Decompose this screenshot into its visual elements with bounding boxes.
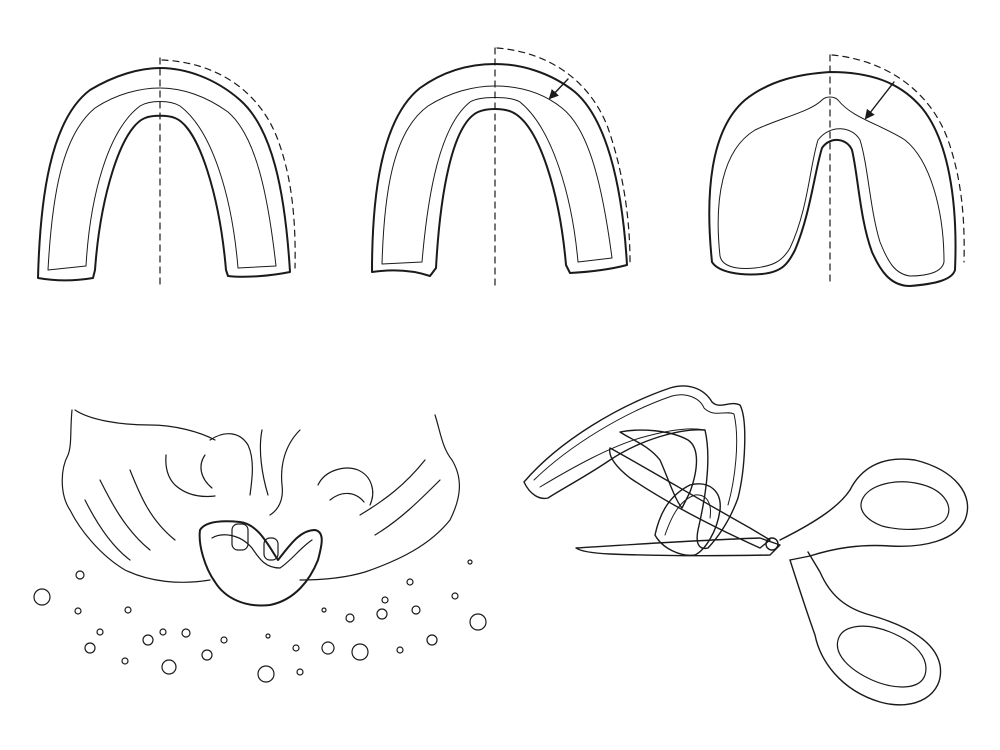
guard-outer-edge <box>371 63 628 277</box>
trim-guide <box>496 47 631 263</box>
water-bubble-icon <box>411 605 421 615</box>
water-bubble-icon <box>142 634 154 646</box>
water-bubble-icon <box>376 608 388 620</box>
scissors-handle-upper <box>779 458 969 561</box>
guard-inner-rail <box>47 87 277 271</box>
water-bubble-icon <box>161 659 177 675</box>
water-bubble-icon <box>121 657 129 665</box>
guard-panel-trimmed-back <box>708 54 965 287</box>
water-bubble-icon <box>181 628 191 638</box>
trim-guide <box>831 54 965 263</box>
water-bubble-icon <box>33 588 51 606</box>
guard-fold-inner <box>664 494 711 536</box>
trimmed-guard <box>523 385 746 550</box>
scissors-finger-hole-lower <box>836 625 927 688</box>
guard-fold <box>654 483 721 556</box>
scissors-handle-lower <box>789 551 942 706</box>
water-bubble-icon <box>265 633 271 639</box>
water-bubble-icon <box>84 642 96 654</box>
trim-arrow-icon <box>548 78 569 100</box>
trimmed-guard-inner <box>533 394 738 506</box>
trim-guide <box>161 59 296 269</box>
scissors-trimming-panel <box>523 385 969 706</box>
water-bubble-icon <box>292 644 300 652</box>
right-finger <box>317 467 374 506</box>
guard-inner-rail <box>381 85 613 265</box>
guard-inner-rail <box>717 96 945 277</box>
molded-guard <box>198 520 323 607</box>
water-bubble-icon <box>469 613 487 631</box>
guard-panel-trimmed-sides <box>371 47 631 286</box>
water-bubble-icon <box>74 607 82 615</box>
water-bubble-icon <box>124 606 132 614</box>
water-bubble-icon <box>96 628 104 636</box>
water-bubble-icon <box>257 665 275 683</box>
trim-arrow-icon <box>864 81 895 120</box>
fingernail <box>263 537 279 561</box>
guard-panel-original <box>37 57 296 289</box>
water-bubble-icon <box>296 668 304 676</box>
scissors-blade-lower <box>575 537 781 557</box>
water-bubble-icon <box>159 628 167 636</box>
water-bubble-icon <box>351 643 369 661</box>
water-bubble-icon <box>321 641 335 655</box>
water-bubble-icon <box>396 646 404 654</box>
left-finger <box>165 454 216 498</box>
scissors-pivot <box>765 537 779 551</box>
water-bubble-icon <box>220 636 228 644</box>
guard-edge-flap <box>619 429 698 509</box>
water-bubble-icon <box>321 607 327 613</box>
water-bubble-icon <box>345 613 355 623</box>
hands-molding-panel <box>61 409 460 607</box>
water-bubble-icon <box>201 649 213 661</box>
water-bubble-icon <box>467 559 473 565</box>
molded-guard-inner <box>211 534 313 569</box>
left-hand <box>61 409 216 583</box>
right-hand <box>299 414 460 581</box>
water-bubble-icon <box>451 592 459 600</box>
guard-outer-edge <box>708 71 957 287</box>
water-bubbles <box>33 559 487 683</box>
scissors-blade-upper <box>608 447 771 549</box>
right-thumb <box>259 429 301 516</box>
water-bubble-icon <box>381 596 389 604</box>
fingernail <box>231 523 249 551</box>
water-bubble-icon <box>75 570 85 580</box>
guard-outer-edge <box>37 67 291 282</box>
water-bubble-icon <box>426 634 438 646</box>
scissors-finger-hole-upper <box>860 481 950 530</box>
left-thumb <box>209 433 253 496</box>
water-bubble-icon <box>406 578 414 586</box>
